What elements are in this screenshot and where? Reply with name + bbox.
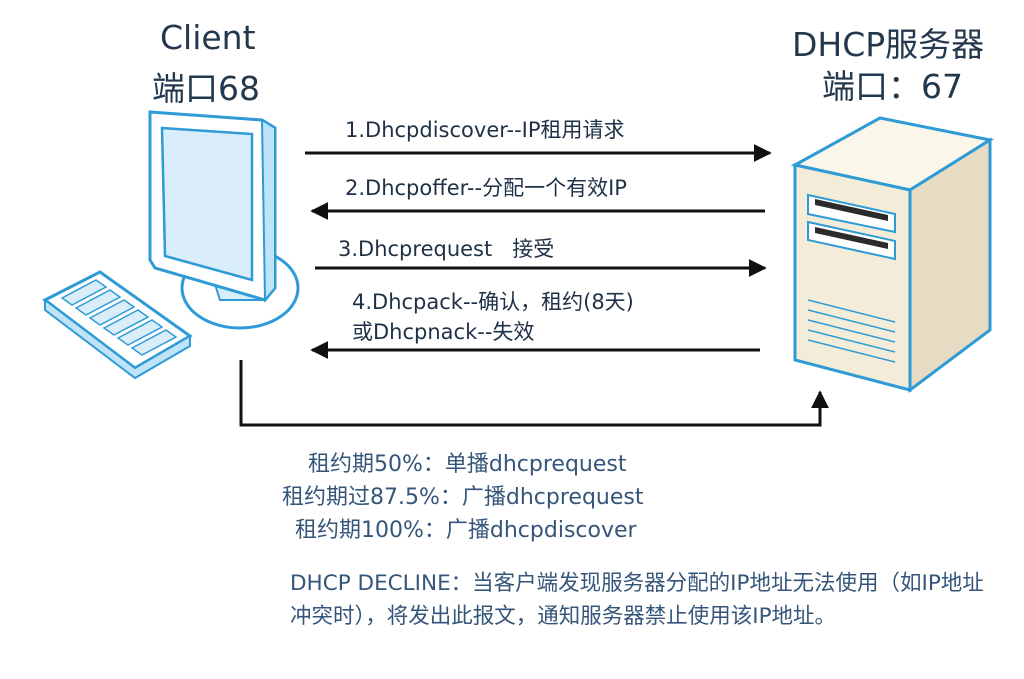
- lease-100: 租约期100%：广播dhcpdiscover: [295, 518, 637, 543]
- computer-icon: [148, 110, 300, 330]
- client-port: 端口68: [152, 69, 260, 108]
- lease-50: 租约期50%：单播dhcprequest: [308, 452, 627, 477]
- lease-87: 租约期过87.5%：广播dhcprequest: [282, 485, 644, 510]
- message-ack: 4.Dhcpack--确认，租约(8天): [352, 290, 634, 314]
- message-offer: 2.Dhcpoffer--分配一个有效IP: [345, 176, 627, 200]
- message-nack: 或Dhcpnack--失效: [352, 320, 535, 344]
- message-request: 3.Dhcprequest 接受: [338, 237, 555, 261]
- server-title: DHCP服务器: [792, 25, 985, 64]
- decline-note: DHCP DECLINE：当客户端发现服务器分配的IP地址无法使用（如IP地址冲…: [290, 571, 984, 629]
- client-title: Client: [160, 18, 256, 57]
- keyboard-icon: [42, 270, 193, 380]
- server-icon: [790, 116, 994, 393]
- server-port: 端口：67: [822, 67, 963, 106]
- arrow-renewal: [239, 360, 829, 427]
- message-discover: 1.Dhcpdiscover--IP租用请求: [345, 118, 625, 142]
